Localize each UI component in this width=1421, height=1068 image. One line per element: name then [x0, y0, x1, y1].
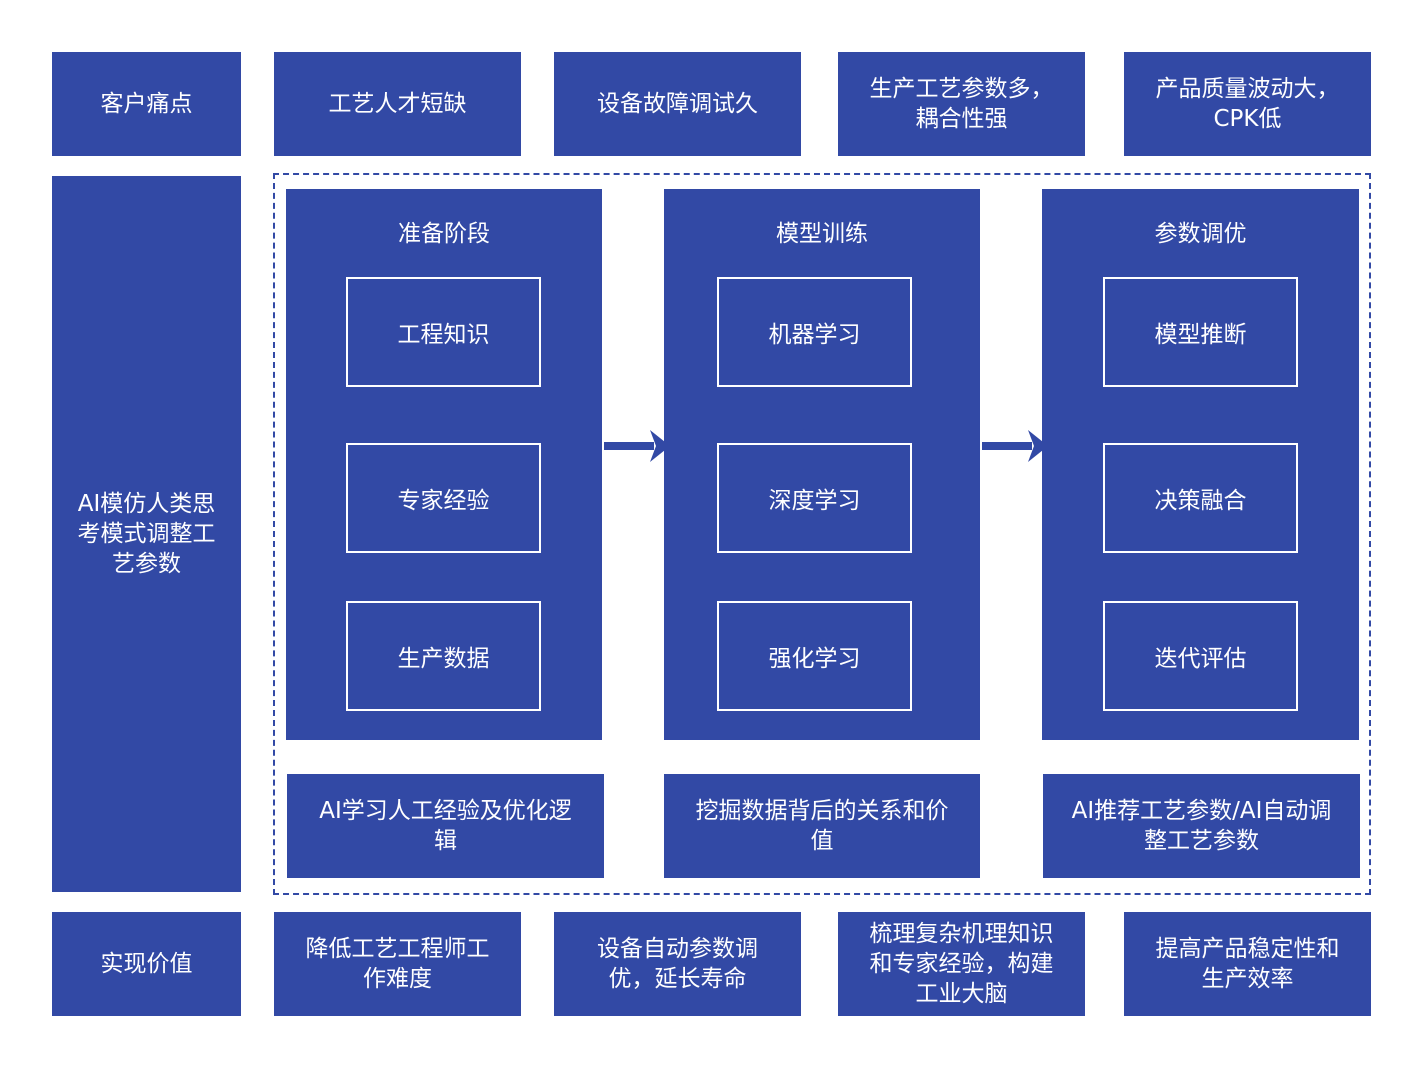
pain-item-3: 生产工艺参数多，耦合性强 — [838, 52, 1085, 156]
stage-summary-tuning: AI推荐工艺参数/AI自动调整工艺参数 — [1043, 774, 1360, 878]
stage-title: 参数调优 — [1154, 221, 1247, 247]
process-container — [273, 173, 1371, 895]
stage-summary-training: 挖掘数据背后的关系和价值 — [664, 774, 980, 878]
value-item-3: 梳理复杂机理知识和专家经验，构建工业大脑 — [838, 912, 1085, 1016]
pain-item-2: 设备故障调试久 — [554, 52, 801, 156]
stage-item: 机器学习 — [717, 277, 912, 387]
stage-item: 生产数据 — [346, 601, 541, 711]
pain-item-4: 产品质量波动大，CPK低 — [1124, 52, 1371, 156]
stage-item: 深度学习 — [717, 443, 912, 553]
stage-title: 模型训练 — [776, 221, 868, 247]
value-item-1: 降低工艺工程师工作难度 — [274, 912, 521, 1016]
arrow-right-icon — [982, 430, 1048, 462]
stage-item: 迭代评估 — [1103, 601, 1298, 711]
method-row-label: AI模仿人类思考模式调整工艺参数 — [52, 176, 241, 892]
stage-item: 模型推断 — [1103, 277, 1298, 387]
stage-item: 强化学习 — [717, 601, 912, 711]
stage-prepare: 准备阶段 工程知识 专家经验 生产数据 — [286, 189, 602, 740]
value-item-4: 提高产品稳定性和生产效率 — [1124, 912, 1371, 1016]
arrow-right-icon — [604, 430, 670, 462]
stage-tuning: 参数调优 模型推断 决策融合 迭代评估 — [1042, 189, 1359, 740]
stage-item: 工程知识 — [346, 277, 541, 387]
stage-item: 决策融合 — [1103, 443, 1298, 553]
stage-summary-prepare: AI学习人工经验及优化逻辑 — [287, 774, 604, 878]
stage-item: 专家经验 — [346, 443, 541, 553]
pain-row-label: 客户痛点 — [52, 52, 241, 156]
value-row-label: 实现价值 — [52, 912, 241, 1016]
pain-item-1: 工艺人才短缺 — [274, 52, 521, 156]
stage-title: 准备阶段 — [398, 221, 490, 247]
stage-training: 模型训练 机器学习 深度学习 强化学习 — [664, 189, 980, 740]
value-item-2: 设备自动参数调优，延长寿命 — [554, 912, 801, 1016]
